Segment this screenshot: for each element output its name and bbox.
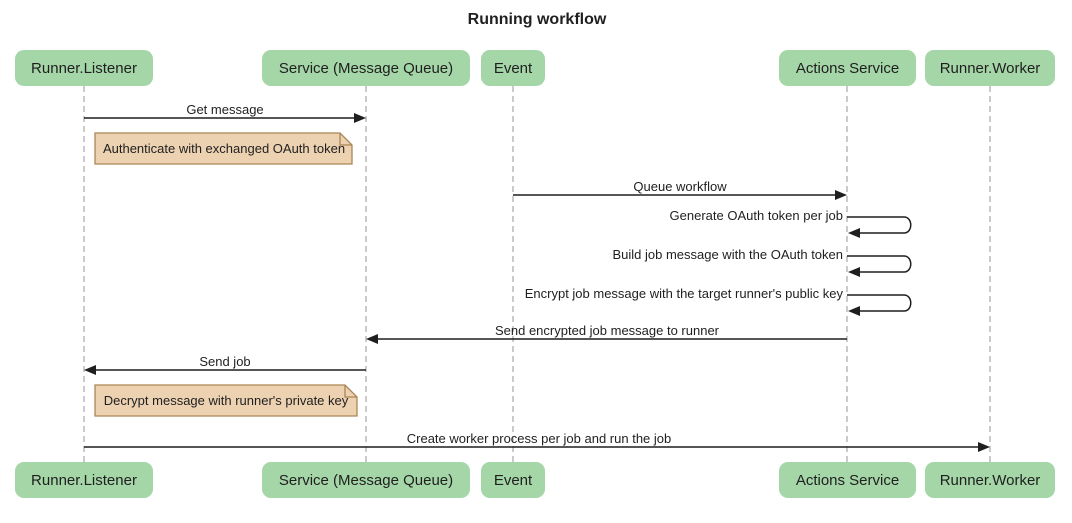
note-fold-decrypt (344, 385, 357, 398)
self-loop-build-job-message (847, 255, 912, 273)
arrowhead-queue-workflow (835, 190, 847, 200)
actor-bottom-runner-listener: Runner.Listener (15, 462, 153, 498)
actor-bottom-runner-worker: Runner.Worker (925, 462, 1055, 498)
message-label-create-worker: Create worker process per job and run th… (406, 431, 672, 446)
note-shape-decrypt (94, 384, 358, 417)
diagram-title: Running workflow (467, 11, 607, 28)
actor-top-service-message-queue: Service (Message Queue) (262, 50, 470, 86)
message-label-get-message: Get message (186, 102, 264, 117)
message-label-generate-oauth-token: Generate OAuth token per job (669, 208, 843, 223)
arrowhead-create-worker (978, 442, 990, 452)
arrowhead-get-message (354, 113, 366, 123)
note-fold-authenticate (339, 133, 352, 146)
actor-top-runner-worker: Runner.Worker (925, 50, 1055, 86)
actor-top-runner-listener: Runner.Listener (15, 50, 153, 86)
message-label-send-encrypted: Send encrypted job message to runner (494, 323, 720, 338)
actor-bottom-actions-service: Actions Service (779, 462, 916, 498)
message-label-encrypt-job-message: Encrypt job message with the target runn… (524, 286, 843, 301)
actor-top-event: Event (481, 50, 545, 86)
message-label-build-job-message: Build job message with the OAuth token (612, 247, 843, 262)
arrowhead-generate-oauth-token (848, 228, 860, 238)
actor-top-actions-service: Actions Service (779, 50, 916, 86)
note-text-decrypt: Decrypt message with runner's private ke… (103, 393, 349, 408)
actor-bottom-service-message-queue: Service (Message Queue) (262, 462, 470, 498)
arrowhead-send-encrypted (366, 334, 378, 344)
note-shape-authenticate (94, 132, 353, 165)
arrowhead-encrypt-job-message (848, 306, 860, 316)
self-loop-encrypt-job-message (847, 294, 912, 312)
actor-bottom-event: Event (481, 462, 545, 498)
message-label-queue-workflow: Queue workflow (633, 179, 727, 194)
arrowhead-send-job (84, 365, 96, 375)
message-label-send-job: Send job (199, 354, 251, 369)
note-text-authenticate: Authenticate with exchanged OAuth token (102, 141, 346, 156)
self-loop-generate-oauth-token (847, 216, 912, 234)
arrowhead-build-job-message (848, 267, 860, 277)
